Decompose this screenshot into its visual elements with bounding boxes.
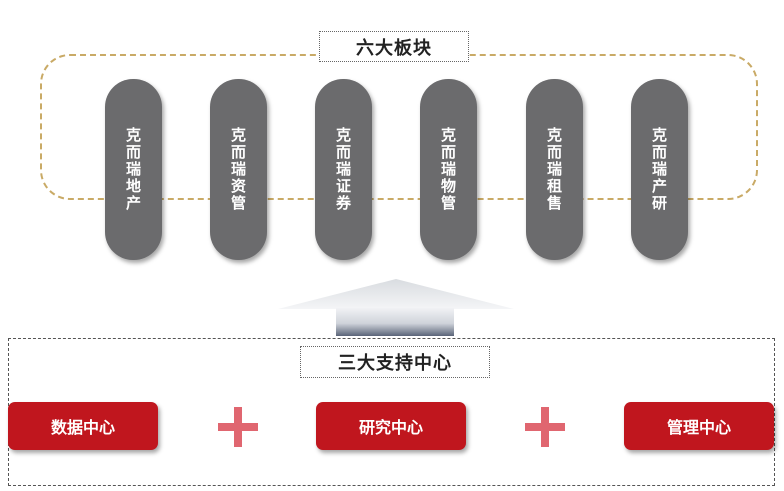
segment-pill-leasing-sales: 克而瑞租售 [526,79,583,260]
segment-label: 克而瑞地产 [124,127,142,212]
segment-label: 克而瑞物管 [439,127,457,212]
center-management: 管理中心 [624,402,774,450]
segment-pill-asset-management: 克而瑞资管 [210,79,267,260]
plus-icon [218,407,258,447]
six-segments-title: 六大板块 [319,31,469,62]
segment-pill-property-management: 克而瑞物管 [420,79,477,260]
segment-pill-real-estate: 克而瑞地产 [105,79,162,260]
up-arrow-shaft [336,308,454,336]
support-centers-title: 三大支持中心 [300,346,490,378]
plus-icon [525,407,565,447]
segment-label: 克而瑞产研 [650,127,668,212]
segment-label: 克而瑞租售 [545,127,563,212]
segment-label: 克而瑞证券 [334,127,352,212]
up-arrow-icon [278,279,514,309]
segment-pill-securities: 克而瑞证券 [315,79,372,260]
center-research: 研究中心 [316,402,466,450]
segment-pill-industry-research: 克而瑞产研 [631,79,688,260]
center-data: 数据中心 [8,402,158,450]
segment-label: 克而瑞资管 [229,127,247,212]
